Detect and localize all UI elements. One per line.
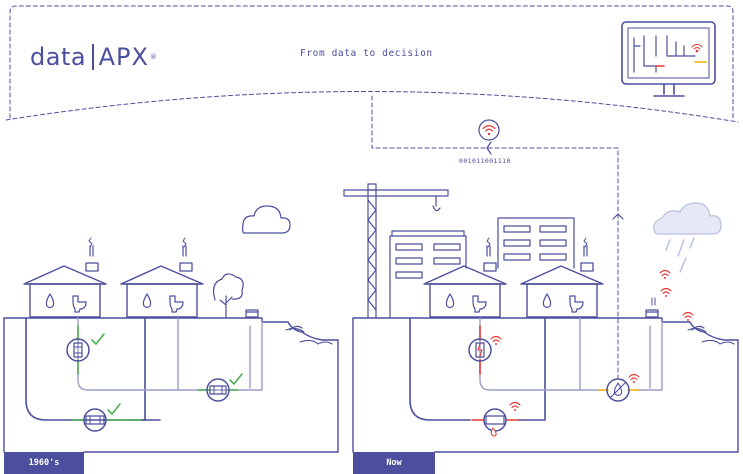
ground-line-old: [3, 317, 339, 341]
header-dashed-frame: [9, 5, 734, 121]
trench-old: [3, 317, 339, 453]
wifi-signal-icon: [509, 401, 521, 411]
meter-2-now: [597, 373, 640, 402]
wifi-signal-icon: [628, 373, 640, 383]
meter-3-old: [71, 403, 121, 432]
sensor-outfall-signal-icon: [682, 311, 694, 321]
house-3: [423, 237, 507, 318]
meter-1-old: [66, 325, 105, 375]
pipe-network-old: [25, 317, 263, 421]
outflow-pipe-old: [289, 325, 303, 331]
sensor-manhole-signal-icon: [660, 287, 672, 297]
water-drop-icon: [445, 293, 455, 309]
brand-divider: [92, 44, 94, 70]
trench-now: [352, 317, 739, 453]
building-2: [497, 217, 575, 269]
building-1: [389, 230, 467, 319]
sensor-roof-signal-icon: [659, 269, 671, 279]
shore-old: [285, 327, 333, 345]
rain-icon: [653, 202, 722, 273]
tree-icon: [212, 273, 244, 318]
brand-name-left: data: [30, 43, 87, 71]
wifi-signal-icon: [490, 335, 502, 345]
check-icon: [91, 333, 105, 345]
house-4: [520, 237, 604, 318]
meter-3-now: [471, 401, 521, 437]
tagline: From data to decision: [300, 48, 433, 59]
toilet-icon: [569, 295, 584, 313]
data-link-dashed: [371, 95, 619, 379]
ground-line-now: [352, 317, 739, 341]
check-icon: [229, 373, 243, 385]
era-label-1960s: 1960's: [4, 452, 84, 474]
house-2: [120, 237, 204, 318]
header-dashed-curve: [5, 91, 739, 123]
pipe-network-now: [409, 317, 663, 421]
era-label-now: Now: [353, 452, 435, 474]
brand-name-right: APX: [98, 43, 149, 71]
water-drop-icon: [45, 293, 55, 309]
meter-2-old: [197, 373, 243, 402]
arrow-left-icon: [486, 141, 492, 155]
crane-icon: [343, 183, 449, 319]
toilet-icon: [169, 295, 184, 313]
house-1: [23, 237, 107, 318]
toilet-icon: [72, 295, 87, 313]
check-icon: [107, 403, 121, 415]
manhole-right: [645, 309, 659, 318]
monitor-icon: [621, 21, 716, 97]
outflow-pipe-now: [691, 325, 705, 331]
manhole-left: [245, 309, 259, 318]
binary-stream: 001011001110: [459, 157, 511, 165]
brand-logo: data APX ®: [30, 40, 157, 74]
water-drop-icon: [542, 293, 552, 309]
arrow-up-icon: [612, 213, 624, 220]
cloud-icon: [242, 205, 291, 234]
brand-registered-mark: ®: [149, 53, 158, 61]
shore-now: [687, 327, 735, 345]
wifi-signal-icon: [478, 119, 500, 141]
toilet-icon: [472, 295, 487, 313]
meter-1-now: [468, 325, 502, 375]
water-drop-icon: [142, 293, 152, 309]
